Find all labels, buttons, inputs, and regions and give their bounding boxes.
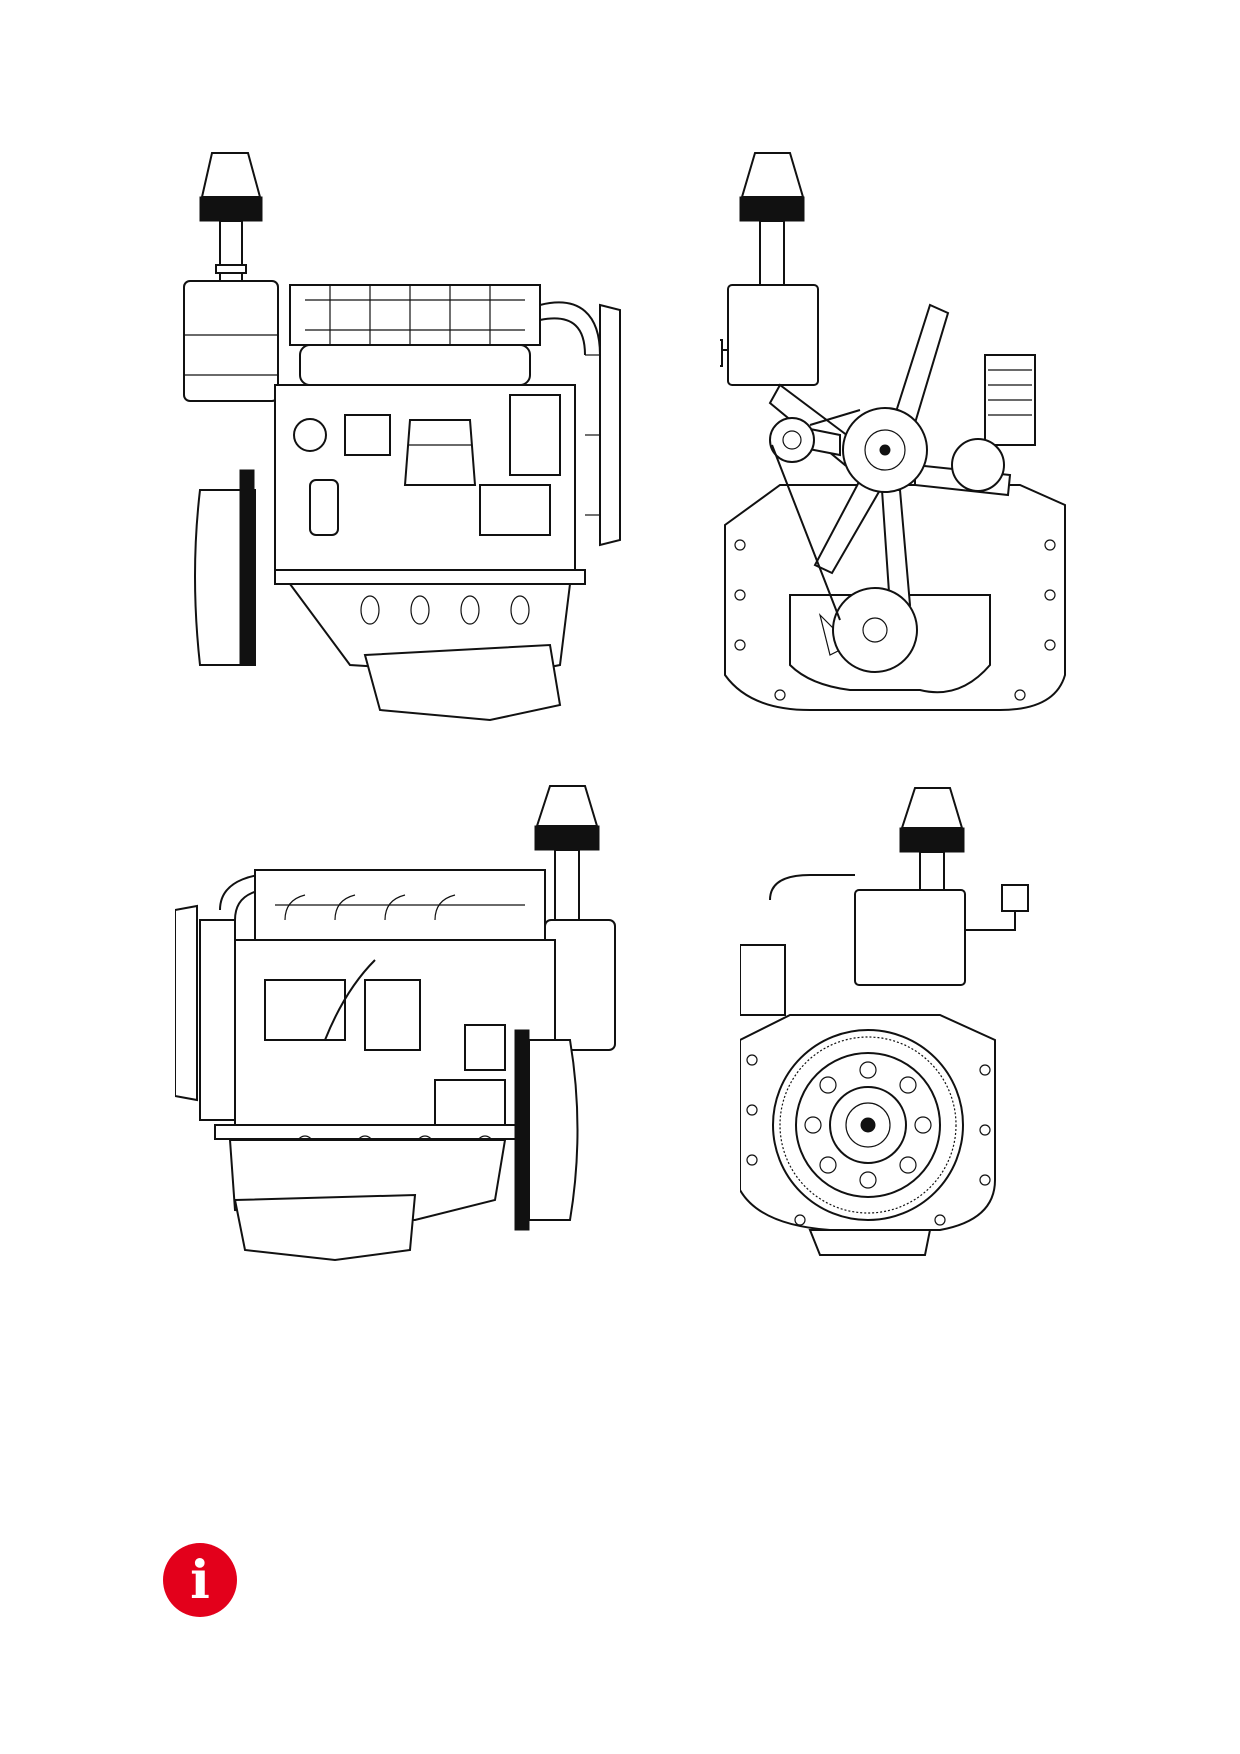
engine-front-fan-drawing-icon — [720, 152, 1066, 711]
engine-side-right-drawing-icon — [175, 785, 616, 1262]
engine-front-view — [720, 145, 1090, 785]
engine-left-side-view — [180, 145, 680, 785]
engine-rear-view — [740, 780, 1095, 1405]
engine-rear-flywheel-drawing-icon — [740, 787, 1029, 1256]
info-icon-glyph: i — [190, 1549, 210, 1611]
info-icon: i — [163, 1543, 237, 1617]
engine-right-side-view — [175, 780, 675, 1405]
engine-side-left-drawing-icon — [183, 152, 621, 722]
